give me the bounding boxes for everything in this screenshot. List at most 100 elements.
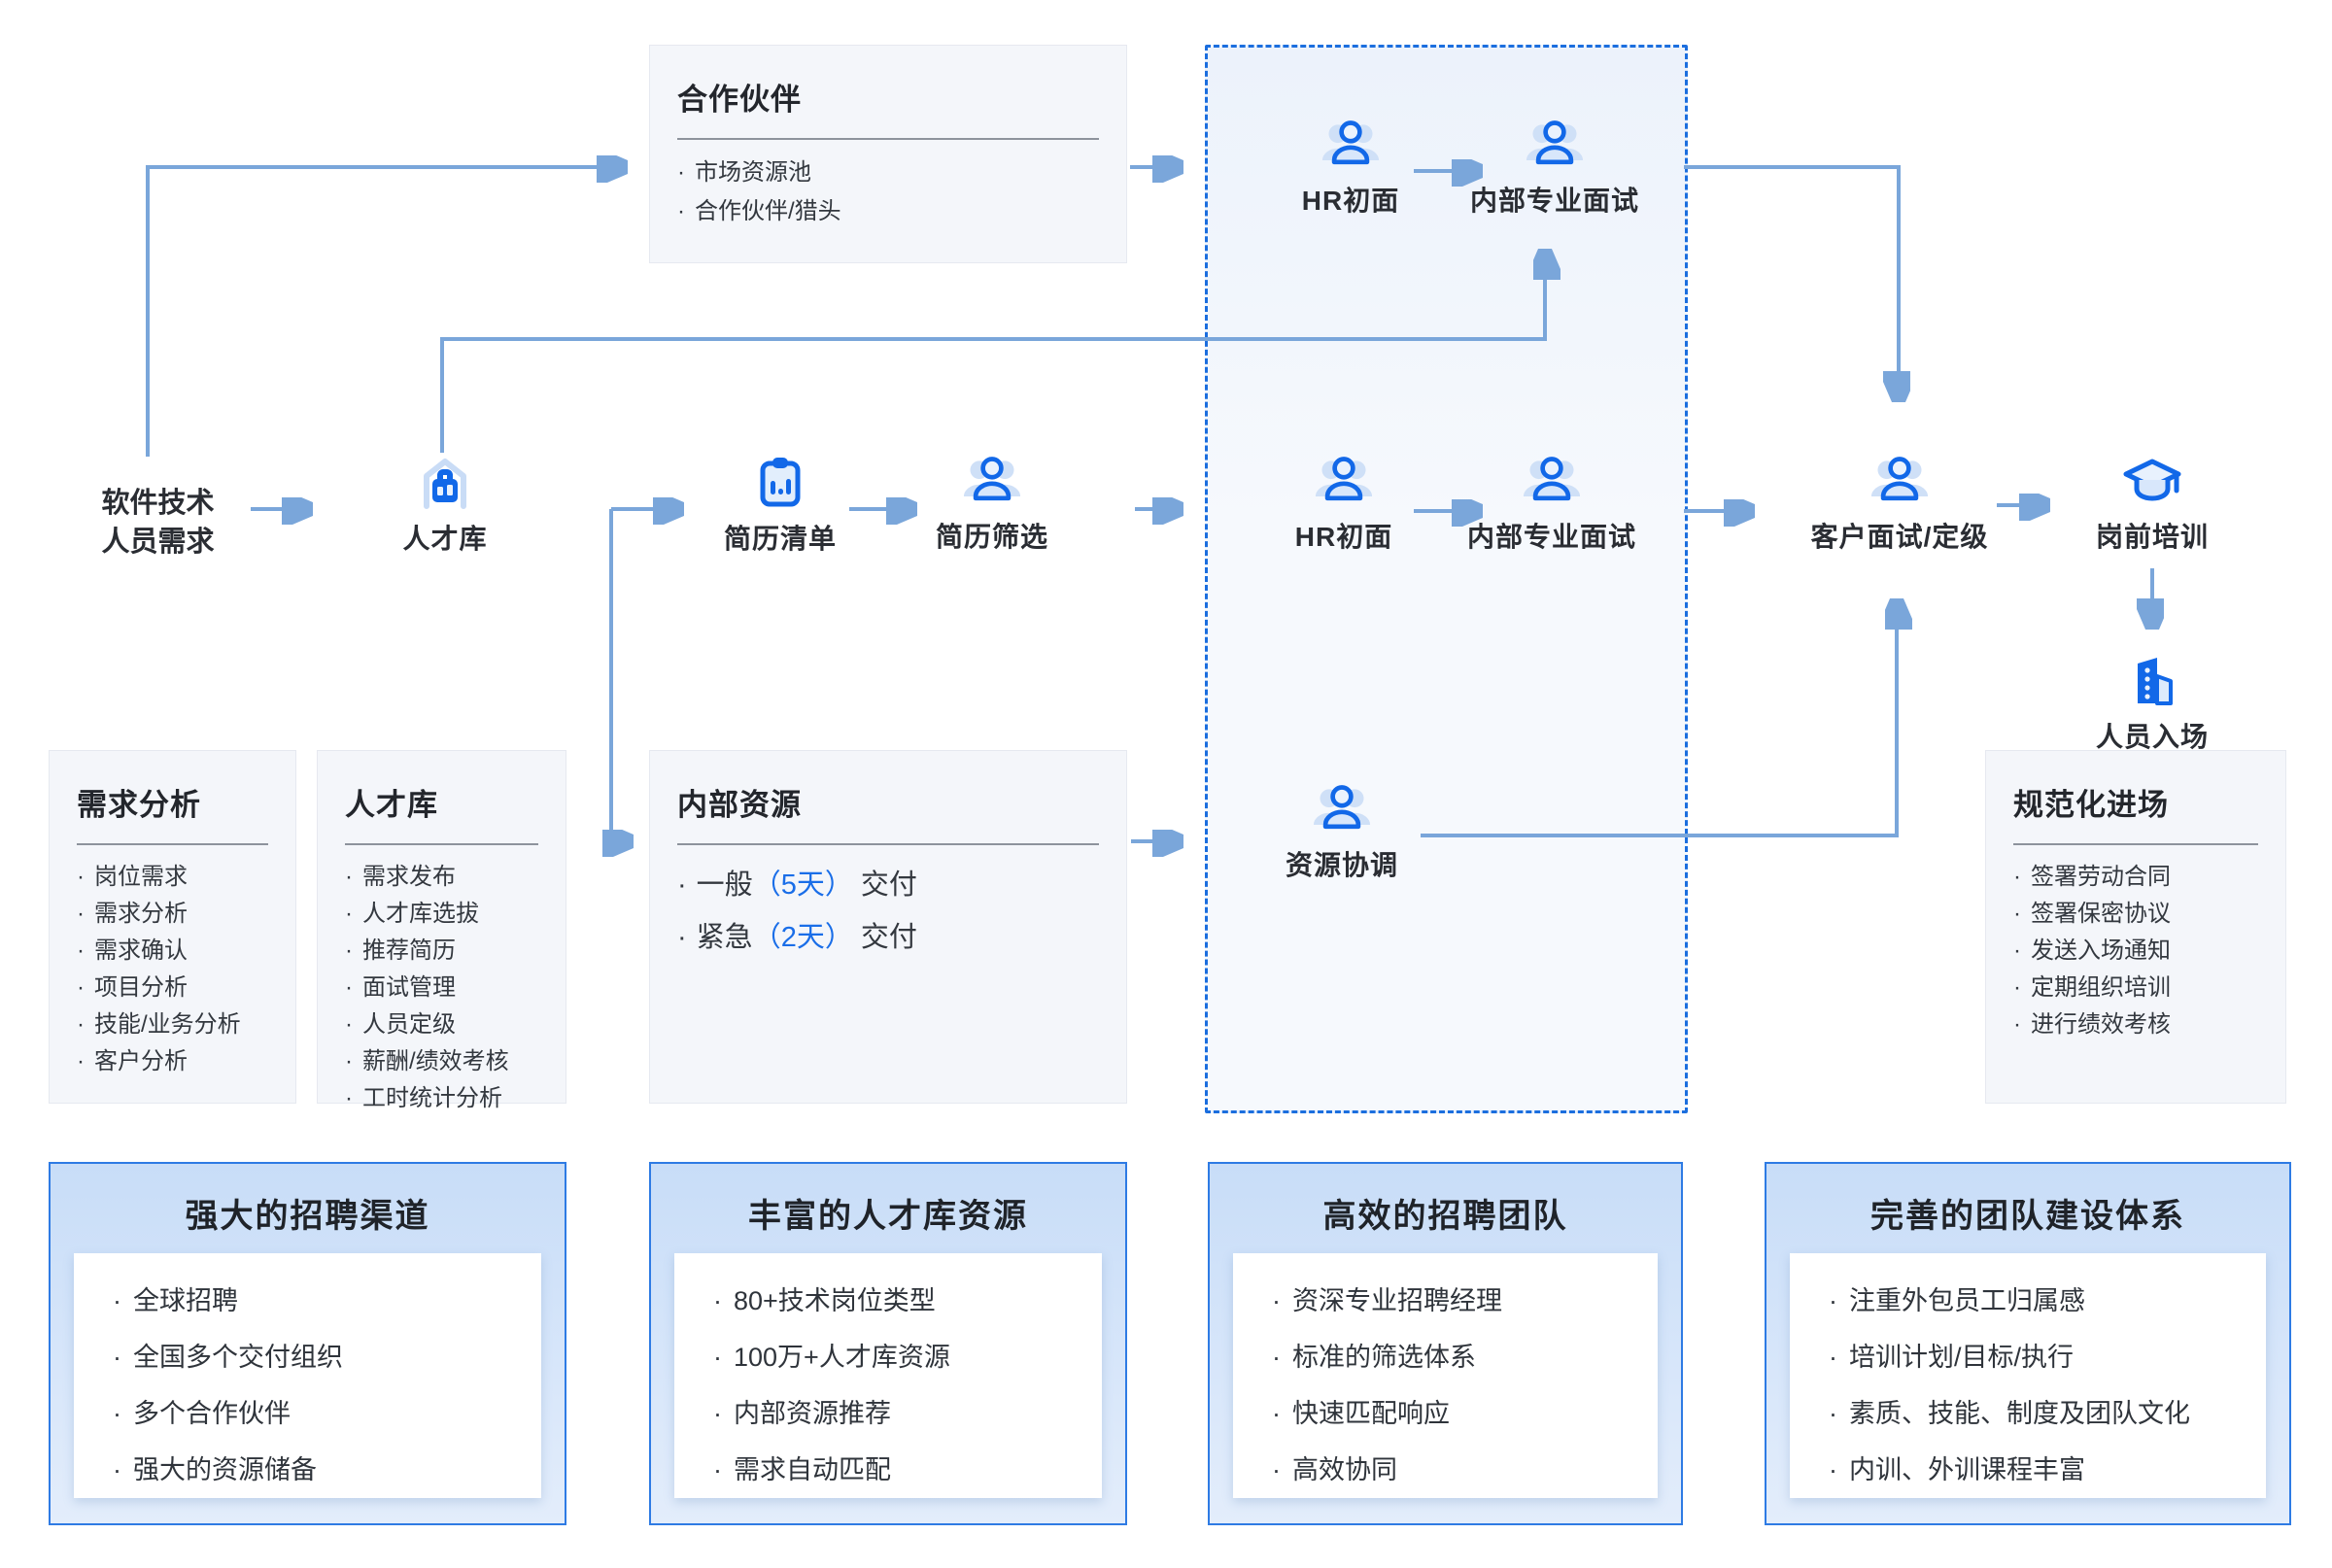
panel-demand-analysis: 需求分析 ·岗位需求·需求分析·需求确认·项目分析·技能/业务分析·客户分析 — [49, 750, 296, 1104]
node-pre-job-training: 岗前培训 — [2045, 457, 2259, 555]
list-item: ·全国多个交付组织 — [113, 1343, 343, 1372]
feature-title: 完善的团队建设体系 — [1870, 1198, 2185, 1235]
node-label: 客户面试/定级 — [1810, 522, 1989, 552]
list-item: ·人员定级 — [345, 1011, 456, 1038]
list-item: ·合作伙伴/猎头 — [677, 198, 841, 224]
feature-title: 丰富的人才库资源 — [748, 1198, 1028, 1235]
list-item: ·需求自动匹配 — [713, 1455, 891, 1484]
list-item: ·多个合作伙伴 — [113, 1399, 291, 1428]
node-label: 资源协调 — [1285, 850, 1398, 880]
connector-start-to-partner — [146, 167, 622, 457]
list-item: ·100万+人才库资源 — [713, 1343, 950, 1372]
panel-title: 规范化进场 — [2013, 788, 2169, 822]
node-label: 内部专业面试 — [1466, 522, 1636, 552]
people-icon — [1526, 119, 1584, 171]
clipboard-icon — [753, 455, 807, 509]
feature-card: ·全球招聘 ·全国多个交付组织 ·多个合作伙伴 ·强大的资源储备 — [74, 1253, 541, 1498]
panel-list: ·一般（5天） 交付 ·紧急（2天） 交付 — [677, 859, 1099, 964]
panel-internal-resources: 内部资源 ·一般（5天） 交付 ·紧急（2天） 交付 — [649, 750, 1127, 1104]
list-item: ·培训计划/目标/执行 — [1829, 1343, 2075, 1372]
list-item: ·高效协同 — [1272, 1455, 1397, 1484]
interview-zone-dashed-box — [1205, 45, 1688, 1113]
panel-standard-entry: 规范化进场 ·签署劳动合同·签署保密协议·发送入场通知·定期组织培训·进行绩效考… — [1985, 750, 2286, 1104]
list-item: ·岗位需求 — [77, 864, 188, 890]
list-item: ·客户分析 — [77, 1048, 188, 1074]
list-item: ·发送入场通知 — [2013, 937, 2171, 964]
feature-team-building: 完善的团队建设体系 ·注重外包员工归属感 ·培训计划/目标/执行 ·素质、技能、制度… — [1765, 1162, 2291, 1525]
node-pro-interview-top: 内部专业面试 — [1448, 119, 1662, 219]
panel-divider — [77, 843, 268, 845]
node-label: 简历筛选 — [935, 522, 1048, 552]
list-item: ·薪酬/绩效考核 — [345, 1048, 509, 1074]
panel-divider — [677, 843, 1099, 845]
list-item: ·80+技术岗位类型 — [713, 1286, 936, 1315]
graduation-cap-icon — [2123, 457, 2181, 507]
start-line1: 软件技术 — [101, 488, 215, 519]
feature-card: ·80+技术岗位类型 ·100万+人才库资源 ·内部资源推荐 ·需求自动匹配 — [674, 1253, 1102, 1498]
node-resume-screening: 简历筛选 — [885, 455, 1099, 555]
connector-protop-to-client — [1684, 165, 1899, 396]
panel-list: ·岗位需求·需求分析·需求确认·项目分析·技能/业务分析·客户分析 — [77, 859, 268, 1080]
list-item: ·推荐简历 — [345, 937, 456, 964]
feature-recruitment-channels: 强大的招聘渠道 ·全球招聘·全国多个交付组织·多个合作伙伴·强大的资源储备 — [49, 1162, 566, 1525]
people-icon — [1523, 455, 1581, 507]
panel-title: 人才库 — [345, 788, 438, 822]
feature-card: ·资深专业招聘经理 ·标准的筛选体系 ·快速匹配响应 ·高效协同 — [1233, 1253, 1658, 1498]
node-hr-first-interview-top: HR初面 — [1244, 119, 1458, 219]
list-item: ·需求发布 — [345, 864, 456, 890]
panel-partner: 合作伙伴 ·市场资源池 ·合作伙伴/猎头 — [649, 45, 1127, 263]
node-label: 内部专业面试 — [1469, 186, 1639, 216]
list-item: ·资深专业招聘经理 — [1272, 1286, 1502, 1315]
panel-list: ·签署劳动合同·签署保密协议·发送入场通知·定期组织培训·进行绩效考核 — [2013, 859, 2258, 1043]
feature-recruitment-team: 高效的招聘团队 ·资深专业招聘经理 ·标准的筛选体系 ·快速匹配响应 ·高效协同 — [1208, 1162, 1683, 1525]
list-item: ·市场资源池 — [677, 159, 811, 186]
list-item: ·内训、外训课程丰富 — [1829, 1455, 2085, 1484]
node-client-interview: 客户面试/定级 — [1793, 455, 2006, 555]
panel-divider — [677, 138, 1099, 140]
list-item: ·注重外包员工归属感 — [1829, 1286, 2085, 1315]
list-item: ·人才库选拔 — [345, 901, 479, 927]
list-item: ·技能/业务分析 — [77, 1011, 241, 1038]
list-item: ·全球招聘 — [113, 1286, 238, 1315]
feature-card: ·注重外包员工归属感 ·培训计划/目标/执行 ·素质、技能、制度及团队文化 ·内训、外… — [1790, 1253, 2266, 1498]
list-item: ·需求确认 — [77, 937, 188, 964]
warehouse-icon — [418, 455, 472, 509]
panel-title: 合作伙伴 — [677, 83, 802, 117]
node-label: 人员入场 — [2095, 722, 2209, 752]
list-item: ·定期组织培训 — [2013, 974, 2171, 1001]
list-item: ·项目分析 — [77, 974, 188, 1001]
node-resource-coordination: 资源协调 — [1235, 783, 1449, 883]
start-node-software-demand: 软件技术 人员需求 — [53, 484, 262, 562]
panel-title: 内部资源 — [677, 788, 802, 822]
list-item: ·快速匹配响应 — [1272, 1399, 1450, 1428]
list-item: ·内部资源推荐 — [713, 1399, 891, 1428]
feature-title: 高效的招聘团队 — [1322, 1198, 1568, 1235]
node-talent-pool: 人才库 — [338, 455, 552, 557]
people-icon — [1870, 455, 1929, 507]
people-icon — [1315, 455, 1373, 507]
list-item: ·进行绩效考核 — [2013, 1011, 2171, 1038]
list-item: ·一般（5天） 交付 — [677, 869, 917, 901]
list-item: ·素质、技能、制度及团队文化 — [1829, 1399, 2190, 1428]
list-item: ·强大的资源储备 — [113, 1455, 317, 1484]
node-label: 简历清单 — [723, 524, 837, 554]
list-item: ·工时统计分析 — [345, 1085, 502, 1111]
people-icon — [1313, 783, 1371, 835]
people-icon — [1321, 119, 1380, 171]
panel-divider — [345, 843, 538, 845]
node-label: 岗前培训 — [2095, 522, 2209, 552]
connector-split-to-internal — [611, 509, 628, 841]
panel-title: 需求分析 — [77, 788, 201, 822]
list-item: ·面试管理 — [345, 974, 456, 1001]
node-pro-interview-mid: 内部专业面试 — [1445, 455, 1659, 555]
panel-divider — [2013, 843, 2258, 845]
people-icon — [963, 455, 1021, 507]
node-label: HR初面 — [1294, 522, 1393, 552]
list-item: ·紧急（2天） 交付 — [677, 922, 917, 953]
panel-talent-pool: 人才库 ·需求发布 ·人才库选拔 ·推荐简历 ·面试管理 ·人员定级 ·薪酬/绩效考核 ·工… — [317, 750, 566, 1111]
node-label: HR初面 — [1301, 186, 1400, 216]
panel-list: ·需求发布 ·人才库选拔 ·推荐简历 ·面试管理 ·人员定级 ·薪酬/绩效考核 ·工时统计分… — [345, 859, 538, 1117]
list-item: ·标准的筛选体系 — [1272, 1343, 1476, 1372]
node-hr-first-interview-mid: HR初面 — [1237, 455, 1451, 555]
